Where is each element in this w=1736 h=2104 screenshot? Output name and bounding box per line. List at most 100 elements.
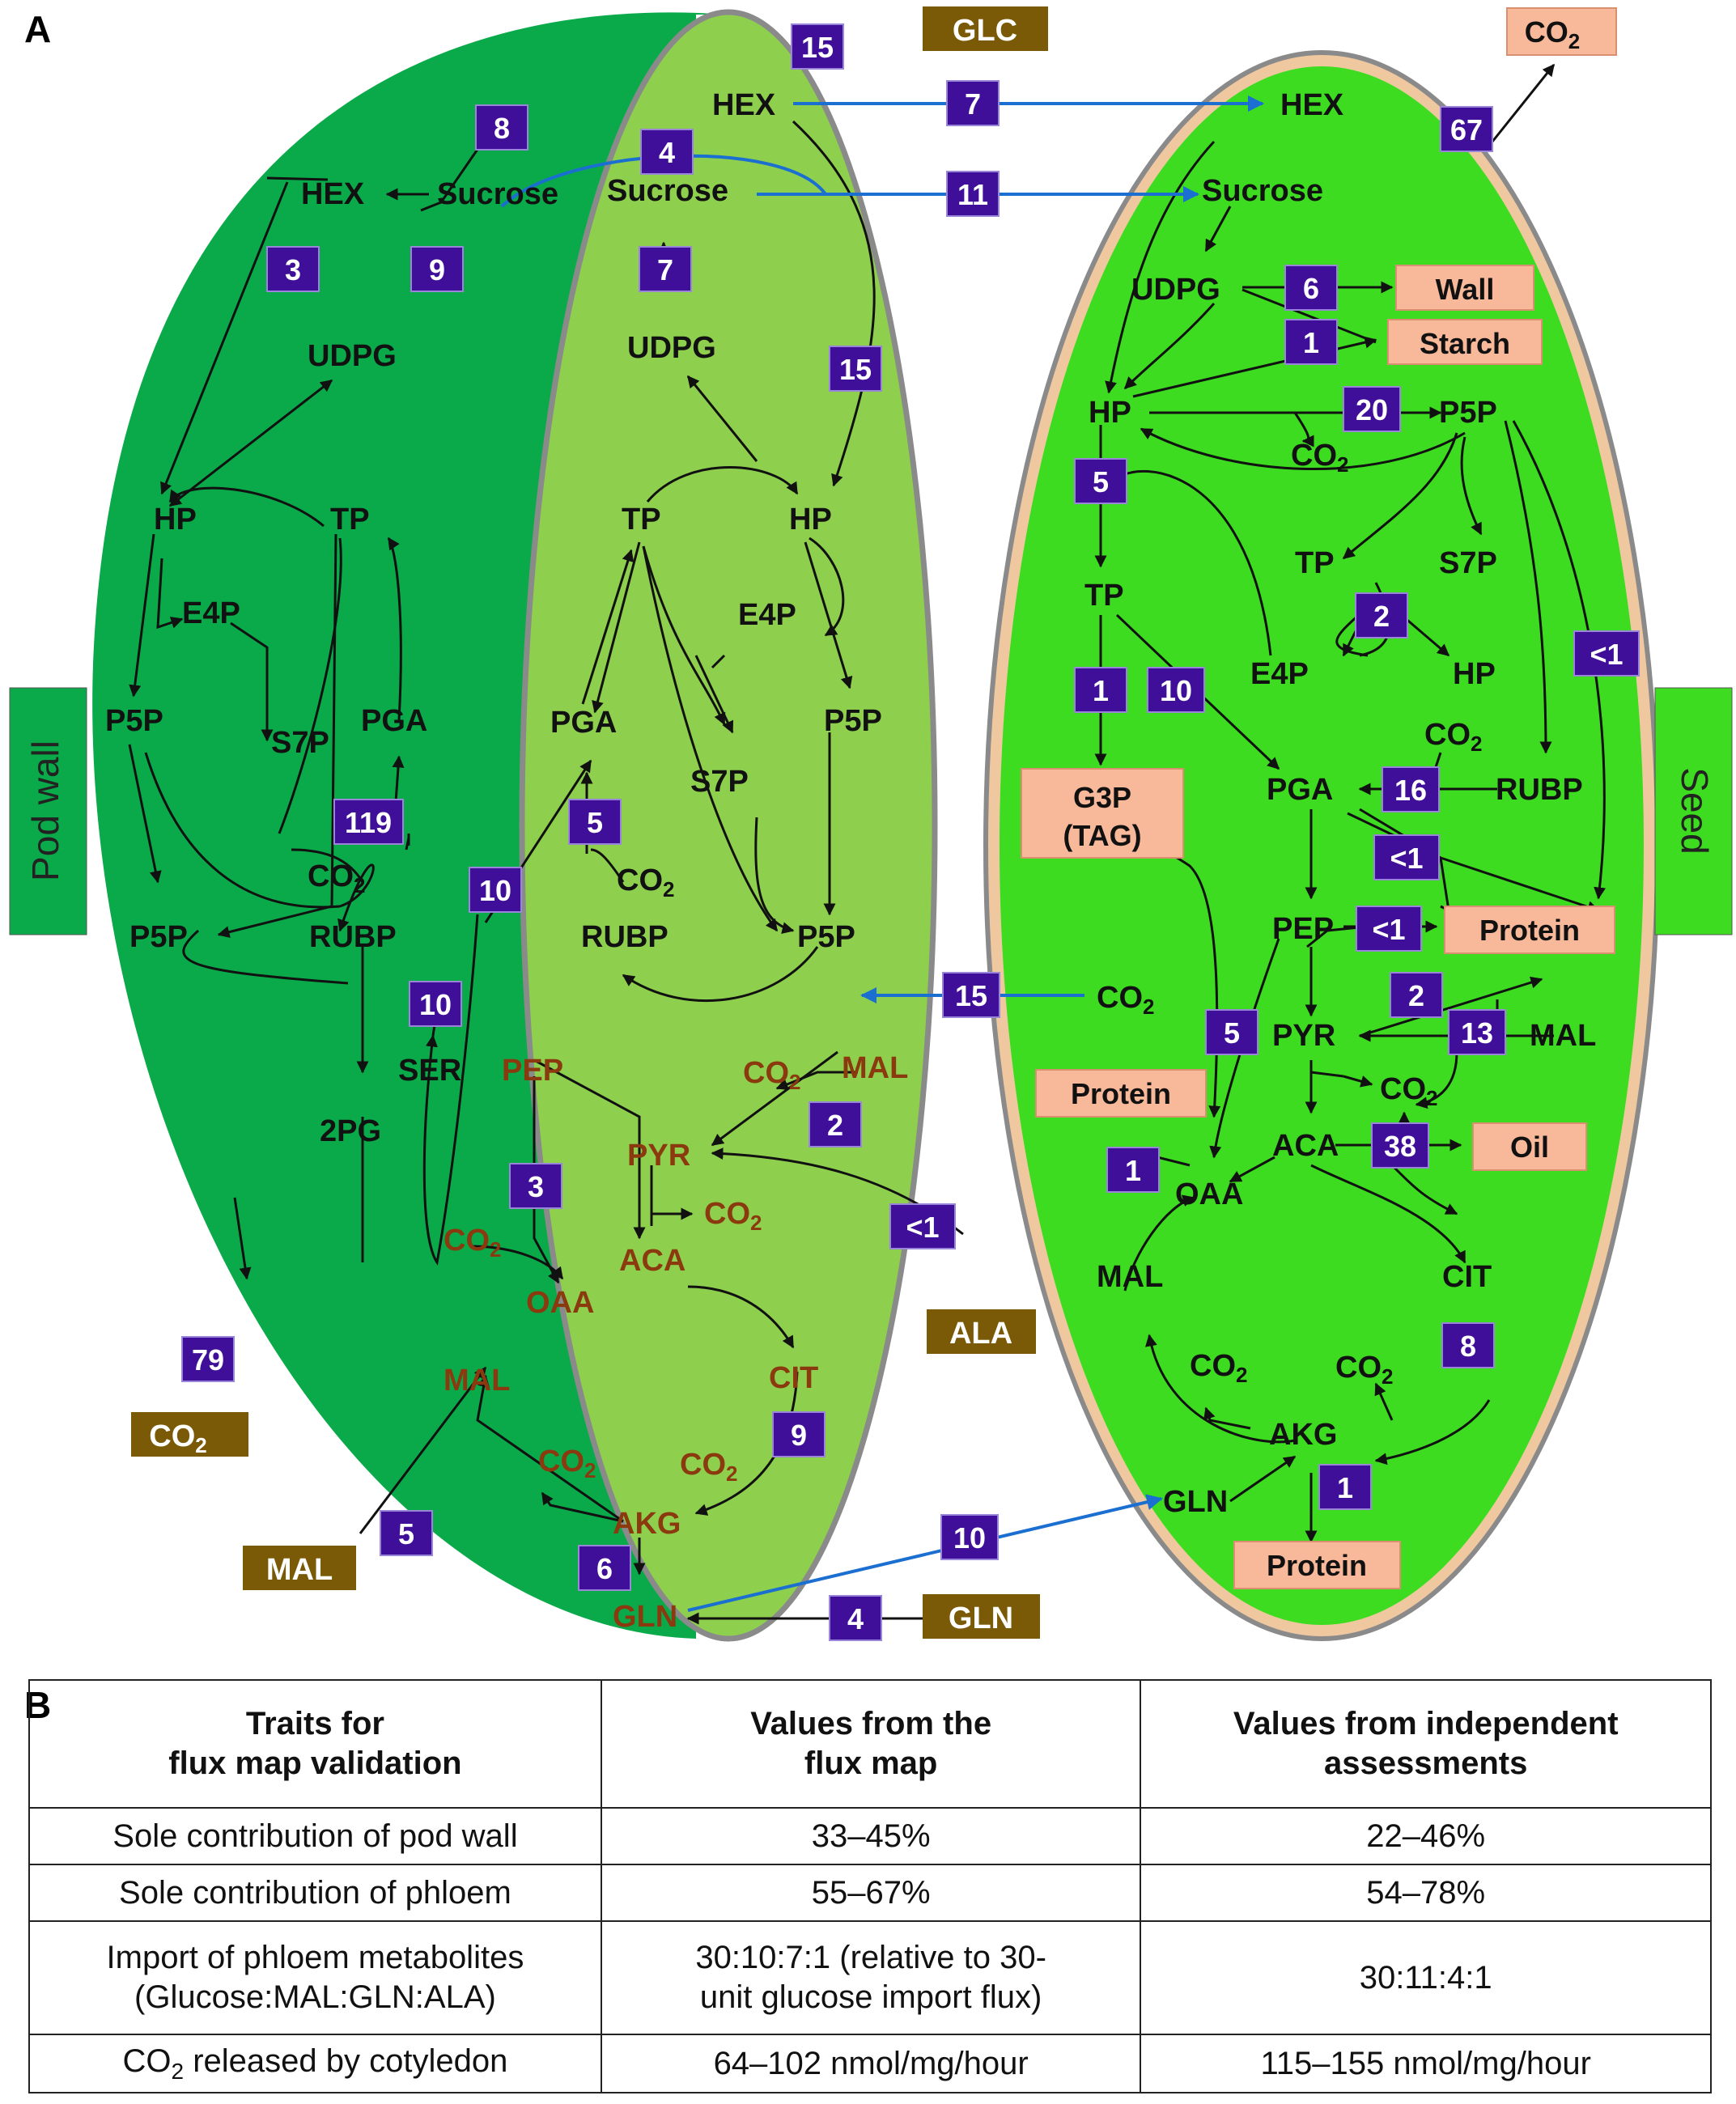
seed-metabolites: HEX Sucrose UDPG HP CO2 P5P TP TP S7P E4… — [1084, 88, 1596, 1519]
metabolite-mal: MAL — [842, 1051, 908, 1085]
metabolite-co2: CO2 — [617, 863, 674, 901]
metabolite-cit: CIT — [1442, 1260, 1492, 1294]
metabolite-p5p: P5P — [129, 920, 188, 954]
flux-value: 3 — [509, 1163, 562, 1209]
svg-text:Starch: Starch — [1420, 327, 1510, 360]
flux-value: 15 — [829, 346, 882, 392]
metabolite-udpg: UDPG — [308, 339, 397, 373]
flux-value: 15 — [791, 23, 844, 70]
metabolite-pga: PGA — [550, 706, 617, 740]
table-cell: 55–67% — [600, 1864, 1142, 1922]
metabolite-mal: MAL — [1530, 1019, 1596, 1053]
flux-value: 9 — [772, 1411, 826, 1457]
svg-text:1: 1 — [1093, 674, 1109, 707]
flux-value: 1 — [1074, 667, 1127, 713]
svg-text:GLN: GLN — [949, 1601, 1013, 1635]
metabolite-rubp: RUBP — [309, 920, 397, 954]
metabolite-co2: CO2 — [704, 1197, 762, 1235]
table-row: CO2 released by cotyledon 64–102 nmol/mg… — [28, 2034, 1712, 2093]
metabolite-mal: MAL — [1097, 1260, 1163, 1294]
metabolite-co2: CO2 — [1291, 439, 1348, 477]
flux-value: 10 — [940, 1514, 999, 1560]
metabolite-sucrose: Sucrose — [437, 177, 558, 211]
svg-text:(TAG): (TAG) — [1063, 819, 1141, 852]
svg-text:79: 79 — [192, 1343, 224, 1377]
svg-text:10: 10 — [1160, 674, 1192, 707]
sink-g3p-tag: G3P(TAG) — [1021, 768, 1184, 859]
svg-text:7: 7 — [657, 253, 673, 286]
sink-wall: Wall — [1395, 265, 1534, 311]
flux-value: 3 — [266, 246, 320, 292]
svg-text:67: 67 — [1450, 113, 1483, 146]
flux-value: 9 — [410, 246, 464, 292]
flux-boxes: 15 8 4 3 9 7 15 119 10 10 5 79 5 3 2 <1 … — [181, 23, 1640, 1641]
metabolite-cit: CIT — [769, 1361, 818, 1395]
flux-value: 67 — [1440, 106, 1493, 152]
sink-protein: Protein — [1444, 906, 1615, 954]
table-row: Sole contribution of pod wall 33–45% 22–… — [28, 1807, 1712, 1865]
source-gln: GLN — [923, 1594, 1040, 1639]
flux-value: 5 — [380, 1510, 433, 1556]
svg-text:Protein: Protein — [1479, 914, 1580, 947]
pod-wall-metabolites: HEX Sucrose UDPG HP TP E4P P5P S7P PGA C… — [105, 177, 558, 1148]
metabolite-s7p: S7P — [1439, 546, 1497, 580]
svg-text:CO2: CO2 — [149, 1419, 206, 1457]
table-row: Import of phloem metabolites(Glucose:MAL… — [28, 1920, 1712, 2035]
table-cell: CO2 released by cotyledon — [28, 2034, 602, 2093]
svg-text:16: 16 — [1394, 774, 1427, 807]
metabolite-oaa: OAA — [526, 1286, 594, 1320]
metabolite-e4p: E4P — [1250, 657, 1309, 691]
flux-value: 119 — [333, 799, 404, 845]
metabolite-tp: TP — [1295, 546, 1335, 580]
flux-value: 10 — [469, 867, 522, 913]
metabolite-p5p: P5P — [797, 920, 855, 954]
table-cell: Sole contribution of pod wall — [28, 1807, 602, 1865]
metabolite-pga: PGA — [1267, 773, 1333, 807]
table-cell: Sole contribution of phloem — [28, 1864, 602, 1922]
svg-text:Protein: Protein — [1267, 1549, 1367, 1582]
metabolite-sucrose: Sucrose — [1202, 174, 1323, 208]
flux-value: 11 — [946, 171, 1000, 217]
metabolite-hp: HP — [154, 503, 197, 537]
svg-text:8: 8 — [1460, 1330, 1476, 1363]
flux-value: 2 — [809, 1101, 862, 1147]
metabolite-rubp: RUBP — [581, 920, 669, 954]
flux-value: 8 — [1441, 1322, 1495, 1368]
svg-text:6: 6 — [596, 1552, 613, 1585]
flux-value: 16 — [1382, 766, 1440, 812]
svg-text:20: 20 — [1356, 393, 1388, 426]
flux-value: 10 — [409, 981, 462, 1027]
sink-co2: CO2 — [1506, 7, 1617, 56]
flux-value: 20 — [1343, 386, 1401, 432]
metabolite-p5p: P5P — [824, 704, 882, 738]
flux-value: 8 — [475, 104, 528, 151]
svg-text:15: 15 — [955, 979, 987, 1012]
metabolite-pyr: PYR — [627, 1139, 690, 1173]
svg-text:5: 5 — [1224, 1016, 1240, 1050]
svg-text:Pod wall: Pod wall — [24, 740, 66, 881]
svg-text:ALA: ALA — [949, 1317, 1012, 1351]
metabolite-akg: AKG — [1269, 1418, 1337, 1452]
metabolite-co2: CO2 — [308, 859, 365, 897]
metabolite-mal: MAL — [444, 1364, 510, 1398]
flux-value: 15 — [942, 972, 1000, 1018]
table-row: Sole contribution of phloem 55–67% 54–78… — [28, 1864, 1712, 1922]
svg-text:Seed: Seed — [1674, 767, 1716, 854]
metabolite-co2: CO2 — [1424, 718, 1482, 756]
metabolite-pga: PGA — [361, 704, 427, 738]
flux-value: <1 — [1373, 834, 1440, 880]
flux-value: 1 — [1318, 1464, 1372, 1510]
svg-text:Oil: Oil — [1510, 1130, 1549, 1164]
metabolite-co2: CO2 — [538, 1444, 596, 1483]
metabolite-hp: HP — [1453, 657, 1496, 691]
panel-a-label: A — [24, 8, 51, 50]
sink-protein: Protein — [1233, 1541, 1401, 1589]
metabolite-co2: CO2 — [680, 1448, 737, 1486]
flux-map-diagram: A Pod wall Seed — [9, 6, 1733, 1642]
svg-text:8: 8 — [494, 112, 510, 145]
table-cell: 115–155 nmol/mg/hour — [1140, 2034, 1712, 2093]
flux-value: 6 — [578, 1545, 631, 1591]
svg-text:38: 38 — [1384, 1130, 1416, 1163]
